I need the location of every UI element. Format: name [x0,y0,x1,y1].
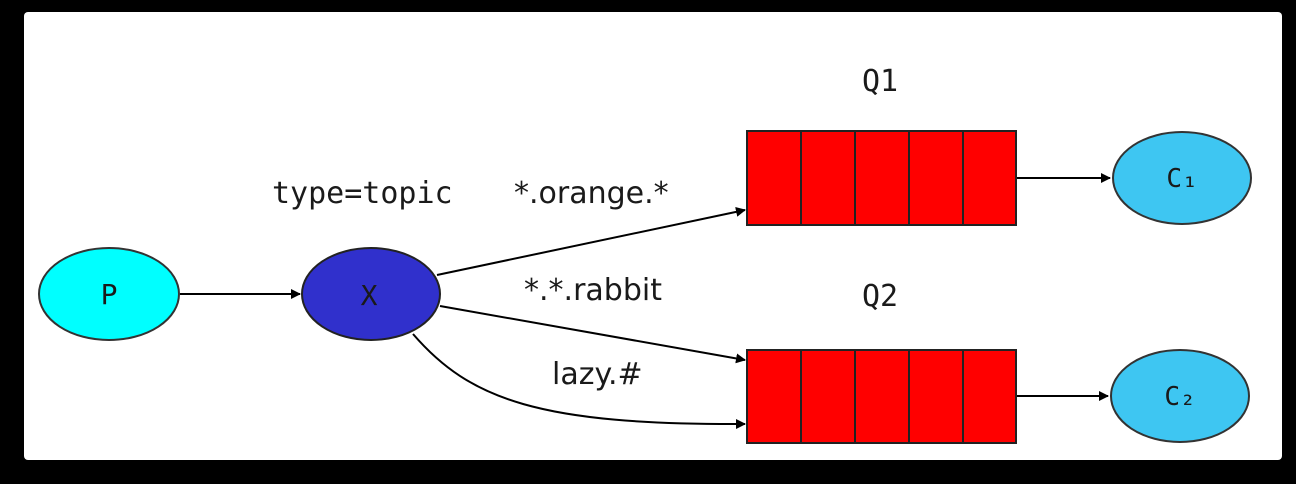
queue-cell [800,349,856,444]
consumer-label-c1: C₁ [1166,164,1197,194]
diagram-frame [24,12,1282,460]
queue-cell [854,349,910,444]
consumer-label-c2: C₂ [1164,382,1195,412]
queue-q2 [746,349,1017,444]
producer-node: P [38,247,180,341]
consumer-ellipse [1110,349,1250,443]
queue-cell [800,130,856,226]
binding-label-orange: *.orange.* [514,176,669,211]
binding-label-rabbit: *.*.rabbit [524,273,662,308]
exchange-type-label: type=topic [272,176,453,211]
queue-cell [908,349,964,444]
consumer-node-c2: C₂ [1110,349,1250,443]
binding-label-lazy: lazy.# [552,357,643,392]
consumer-node-c1: C₁ [1112,131,1252,225]
producer-ellipse [38,247,180,341]
edge-x-to-q2-lazy [412,333,746,430]
exchange-node: X [301,247,441,341]
queue-cell [854,130,910,226]
queue-name-q2: Q2 [862,279,898,314]
queue-cell [962,349,1017,444]
exchange-label: X [361,279,378,312]
queue-q1 [746,130,1017,226]
producer-label: P [101,278,118,311]
queue-name-q1: Q1 [862,64,898,99]
edge-x-to-q1 [436,206,746,276]
queue-cell [962,130,1017,226]
edge-x-to-q2-rabbit [439,305,746,364]
queue-cell [908,130,964,226]
exchange-ellipse [301,247,441,341]
queue-cell [746,130,802,226]
consumer-ellipse [1112,131,1252,225]
queue-cell [746,349,802,444]
